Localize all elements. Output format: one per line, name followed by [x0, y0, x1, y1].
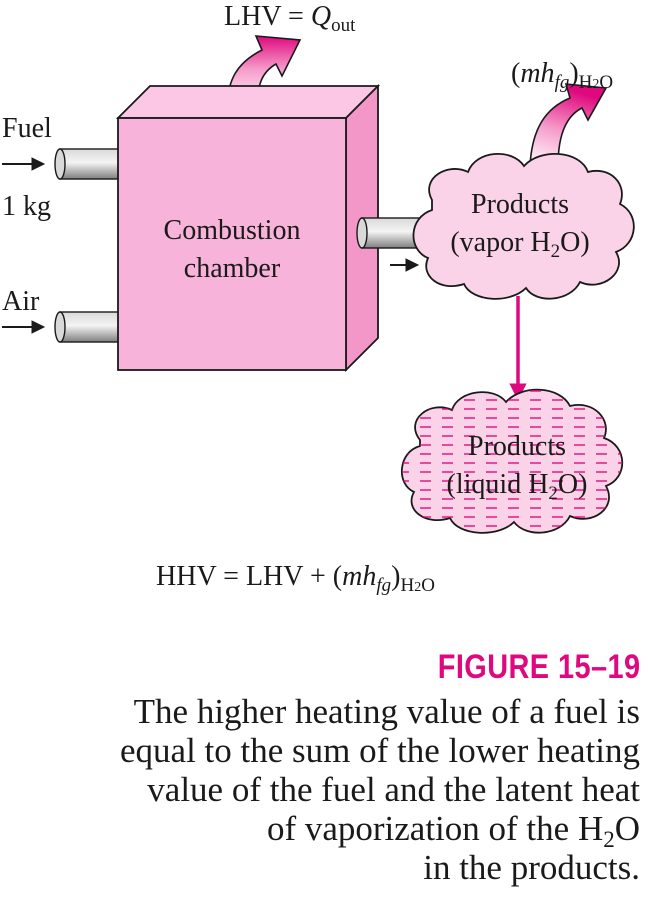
air-inlet-pipe	[54, 311, 123, 343]
fuel-label: Fuel	[2, 113, 52, 144]
vapor-heat-arrow	[529, 83, 608, 167]
fuel-inlet-pipe	[54, 148, 123, 180]
combustion-diagram	[2, 35, 635, 534]
liquid-products-cloud	[400, 388, 624, 534]
liquid-products-label: Products (liquid H2O)	[446, 431, 588, 504]
chamber-label: Combustion chamber	[163, 215, 301, 284]
air-inlet-arrow	[2, 320, 46, 334]
fuel-mass-label: 1 kg	[2, 191, 51, 222]
figure-caption: The higher heating value of a fuel is eq…	[120, 692, 640, 887]
vapor-products-label: Products (vapor H2O)	[450, 189, 590, 262]
air-label: Air	[2, 286, 40, 317]
lhv-label: LHV = Qout	[224, 1, 356, 36]
combustion-chamber-box	[115, 83, 381, 373]
hhv-equation: HHV = LHV + (mhfg)H2O	[156, 561, 435, 596]
figure-number: FIGURE 15–19	[437, 648, 640, 686]
latent-heat-label-top: (mhfg)H2O	[511, 58, 614, 93]
vapor-products-cloud	[412, 153, 635, 300]
fuel-inlet-arrow	[2, 157, 46, 171]
outlet-pipe	[356, 217, 421, 249]
outlet-flow-arrow	[390, 258, 420, 272]
